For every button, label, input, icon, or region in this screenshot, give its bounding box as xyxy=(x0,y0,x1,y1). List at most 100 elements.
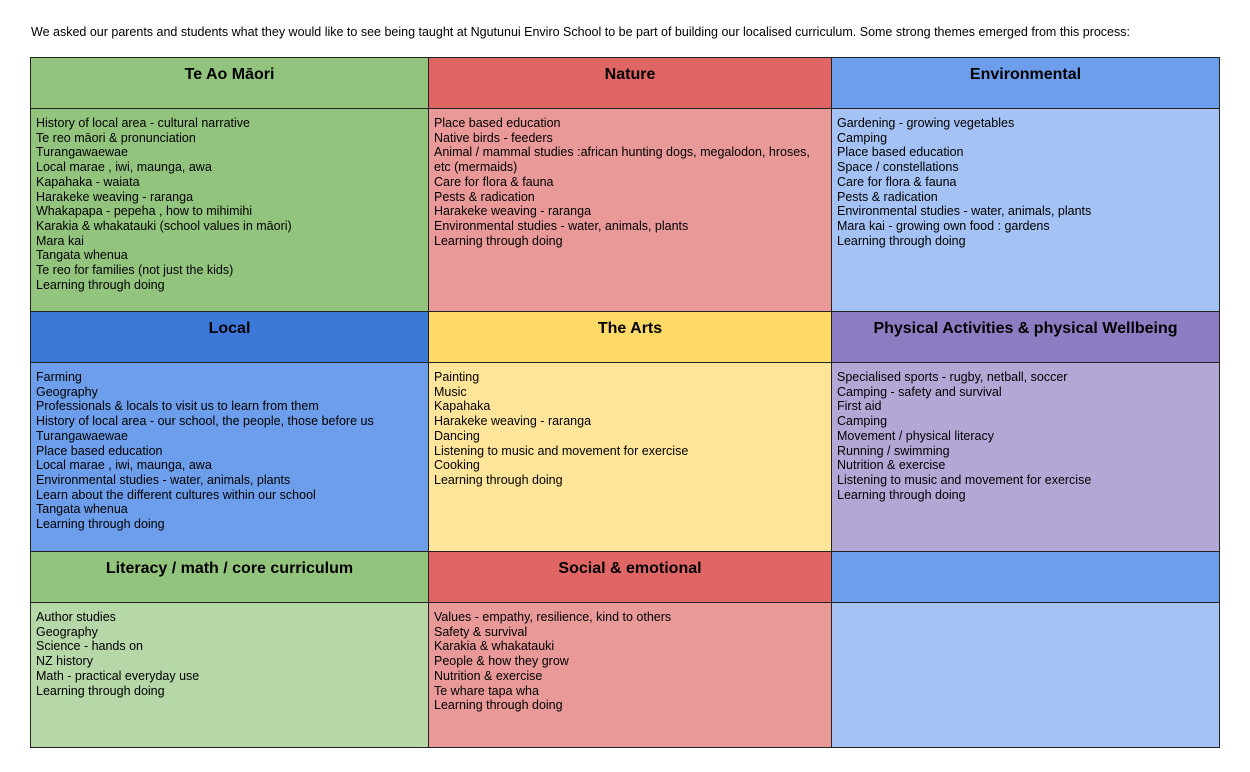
list-item: Professionals & locals to visit us to le… xyxy=(36,399,319,414)
theme-title: Physical Activities & physical Wellbeing xyxy=(873,320,1178,337)
intro-text: We asked our parents and students what t… xyxy=(31,25,1130,39)
list-item: People & how they grow xyxy=(434,654,569,669)
list-item: Dancing xyxy=(434,428,480,443)
list-item: Environmental studies - water, animals, … xyxy=(837,204,1092,219)
list-item: Mara kai xyxy=(36,233,84,248)
list-item: Camping xyxy=(837,130,888,145)
list-item: Harakeke weaving - raranga xyxy=(36,189,194,204)
theme-item-list: History of local area - cultural narrati… xyxy=(31,109,428,292)
list-item: History of local area - cultural narrati… xyxy=(36,116,250,130)
list-item: Tangata whenua xyxy=(36,502,128,517)
list-item: Local marae , iwi, maunga, awa xyxy=(36,160,212,175)
list-item: Learning through doing xyxy=(36,683,165,698)
list-item: Kapahaka - waiata xyxy=(36,174,140,189)
list-item: Nutrition & exercise xyxy=(434,668,543,683)
list-item: Learning through doing xyxy=(36,277,165,292)
list-item: Learning through doing xyxy=(434,472,563,487)
list-item: Place based education xyxy=(837,145,964,160)
list-item: Running / swimming xyxy=(837,443,950,458)
list-item: Science - hands on xyxy=(36,639,144,654)
theme-body: Specialised sports - rugby, netball, soc… xyxy=(831,362,1220,552)
theme-header: Literacy / math / core curriculum xyxy=(30,551,429,603)
list-item: Mara kai - growing own food : gardens xyxy=(837,218,1050,233)
theme-header: Physical Activities & physical Wellbeing xyxy=(831,311,1220,363)
list-item: Learning through doing xyxy=(434,698,563,713)
theme-item-list: Values - empathy, resilience, kind to ot… xyxy=(429,603,831,713)
list-item: Pests & radication xyxy=(837,189,938,204)
theme-body: Values - empathy, resilience, kind to ot… xyxy=(428,602,832,748)
list-item: First aid xyxy=(837,399,882,414)
theme-body xyxy=(831,602,1220,748)
theme-title: The Arts xyxy=(597,320,663,337)
theme-header: Social & emotional xyxy=(428,551,832,603)
list-item: Music xyxy=(434,384,467,399)
list-item: Listening to music and movement for exer… xyxy=(837,472,1092,487)
list-item: Nutrition & exercise xyxy=(837,458,946,473)
list-item: Karakia & whakatauki (school values in m… xyxy=(36,218,292,233)
theme-header: Environmental xyxy=(831,57,1220,109)
theme-header: Local xyxy=(30,311,429,363)
list-item: Te reo māori & pronunciation xyxy=(36,130,196,145)
list-item: Farming xyxy=(36,370,82,384)
list-item: History of local area - our school, the … xyxy=(36,414,374,429)
list-item: Environmental studies - water, animals, … xyxy=(36,472,291,487)
list-item: Whakapapa - pepeha , how to mihimihi xyxy=(36,204,253,219)
list-item: Animal / mammal studies :african hunting… xyxy=(434,145,810,175)
list-item: Learning through doing xyxy=(434,233,563,248)
list-item: Harakeke weaving - raranga xyxy=(434,204,592,219)
list-item: Camping - safety and survival xyxy=(837,384,1002,399)
list-item: Care for flora & fauna xyxy=(434,174,554,189)
list-item: Safety & survival xyxy=(434,624,528,639)
list-item: Listening to music and movement for exer… xyxy=(434,443,689,458)
theme-title: Local xyxy=(208,320,251,337)
theme-title: Literacy / math / core curriculum xyxy=(105,560,354,577)
theme-title: Nature xyxy=(604,66,656,83)
list-item: Geography xyxy=(36,624,98,639)
list-item: Specialised sports - rugby, netball, soc… xyxy=(837,370,1068,384)
list-item: Space / constellations xyxy=(837,160,959,175)
list-item: Care for flora & fauna xyxy=(837,174,957,189)
list-item: Learning through doing xyxy=(36,517,165,532)
theme-header xyxy=(831,551,1220,603)
theme-title xyxy=(832,552,1219,560)
theme-title: Environmental xyxy=(969,66,1082,83)
list-item: Author studies xyxy=(36,610,116,624)
list-item: Movement / physical literacy xyxy=(837,428,995,443)
theme-header: Nature xyxy=(428,57,832,109)
list-item: Gardening - growing vegetables xyxy=(837,116,1015,130)
theme-item-list xyxy=(832,603,1219,610)
list-item: Cooking xyxy=(434,458,480,473)
list-item: Turangawaewae xyxy=(36,428,128,443)
list-item: Pests & radication xyxy=(434,189,535,204)
list-item: Geography xyxy=(36,384,98,399)
list-item: Turangawaewae xyxy=(36,145,128,160)
list-item: Math - practical everyday use xyxy=(36,668,200,683)
list-item: Tangata whenua xyxy=(36,248,128,263)
theme-title: Social & emotional xyxy=(558,560,702,577)
list-item: Local marae , iwi, maunga, awa xyxy=(36,458,212,473)
theme-header: Te Ao Māori xyxy=(30,57,429,109)
list-item: Values - empathy, resilience, kind to ot… xyxy=(434,610,672,624)
list-item: Harakeke weaving - raranga xyxy=(434,414,592,429)
theme-item-list: Specialised sports - rugby, netball, soc… xyxy=(832,363,1219,502)
list-item: Painting xyxy=(434,370,480,384)
list-item: Place based education xyxy=(434,116,561,130)
list-item: Camping xyxy=(837,414,888,429)
list-item: Kapahaka xyxy=(434,399,491,414)
list-item: Learn about the different cultures withi… xyxy=(36,487,316,502)
list-item: Te whare tapa wha xyxy=(434,683,539,698)
list-item: Learning through doing xyxy=(837,233,966,248)
theme-body: History of local area - cultural narrati… xyxy=(30,108,429,312)
theme-header: The Arts xyxy=(428,311,832,363)
list-item: Place based education xyxy=(36,443,163,458)
